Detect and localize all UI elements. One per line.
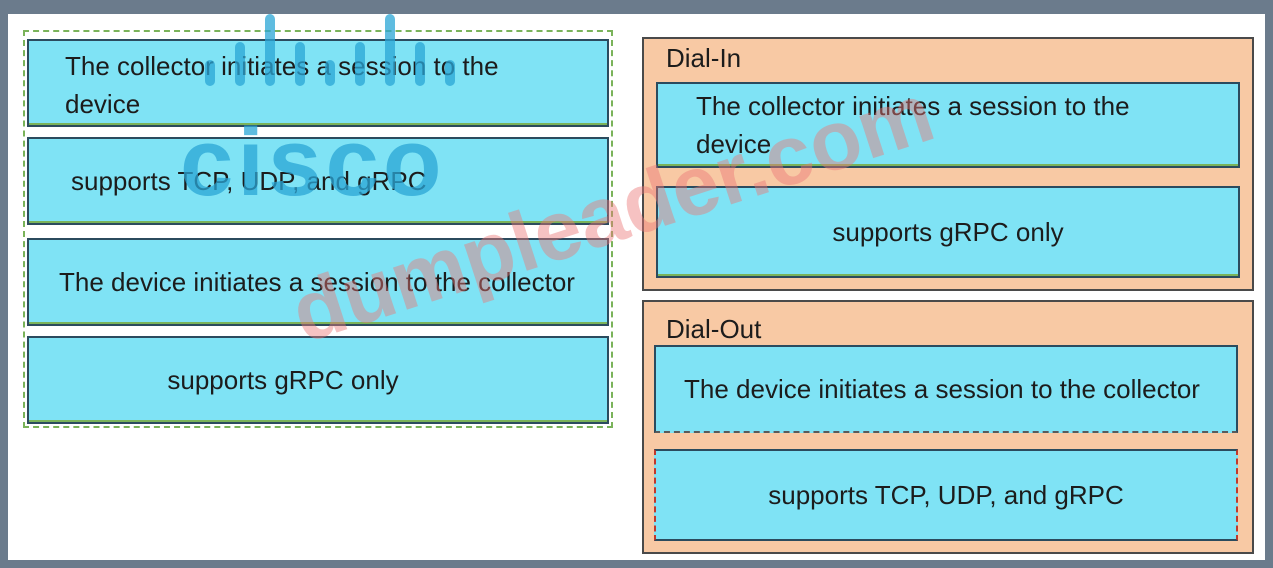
source-item-label: supports gRPC only [167,365,399,395]
source-item-collector-initiates[interactable]: The collector initiates a session to the… [27,39,609,127]
dial-in-item-grpc-only[interactable]: supports gRPC only [656,186,1240,278]
dial-in-item-label: supports gRPC only [832,217,1064,247]
dial-out-item-tcp-udp-grpc[interactable]: supports TCP, UDP, and gRPC [654,449,1238,541]
source-item-tcp-udp-grpc[interactable]: supports TCP, UDP, and gRPC [27,137,609,225]
source-area [23,30,613,428]
source-item-device-initiates[interactable]: The device initiates a session to the co… [27,238,609,326]
dial-out-item-device-initiates[interactable]: The device initiates a session to the co… [654,345,1238,433]
source-item-grpc-only[interactable]: supports gRPC only [27,336,609,424]
dial-out-item-label: supports TCP, UDP, and gRPC [768,480,1124,510]
target-title-dial-in: Dial-In [666,43,742,73]
dial-in-item-collector-initiates[interactable]: The collector initiates a session to the… [656,82,1240,168]
dial-in-item-label: The collector initiates a session to the… [696,91,1130,159]
source-item-label: supports TCP, UDP, and gRPC [71,166,427,196]
target-title-dial-out: Dial-Out [666,314,762,344]
dial-out-item-label: The device initiates a session to the co… [684,374,1200,404]
source-item-label: The device initiates a session to the co… [59,267,575,297]
source-item-label: The collector initiates a session to the… [65,51,499,119]
